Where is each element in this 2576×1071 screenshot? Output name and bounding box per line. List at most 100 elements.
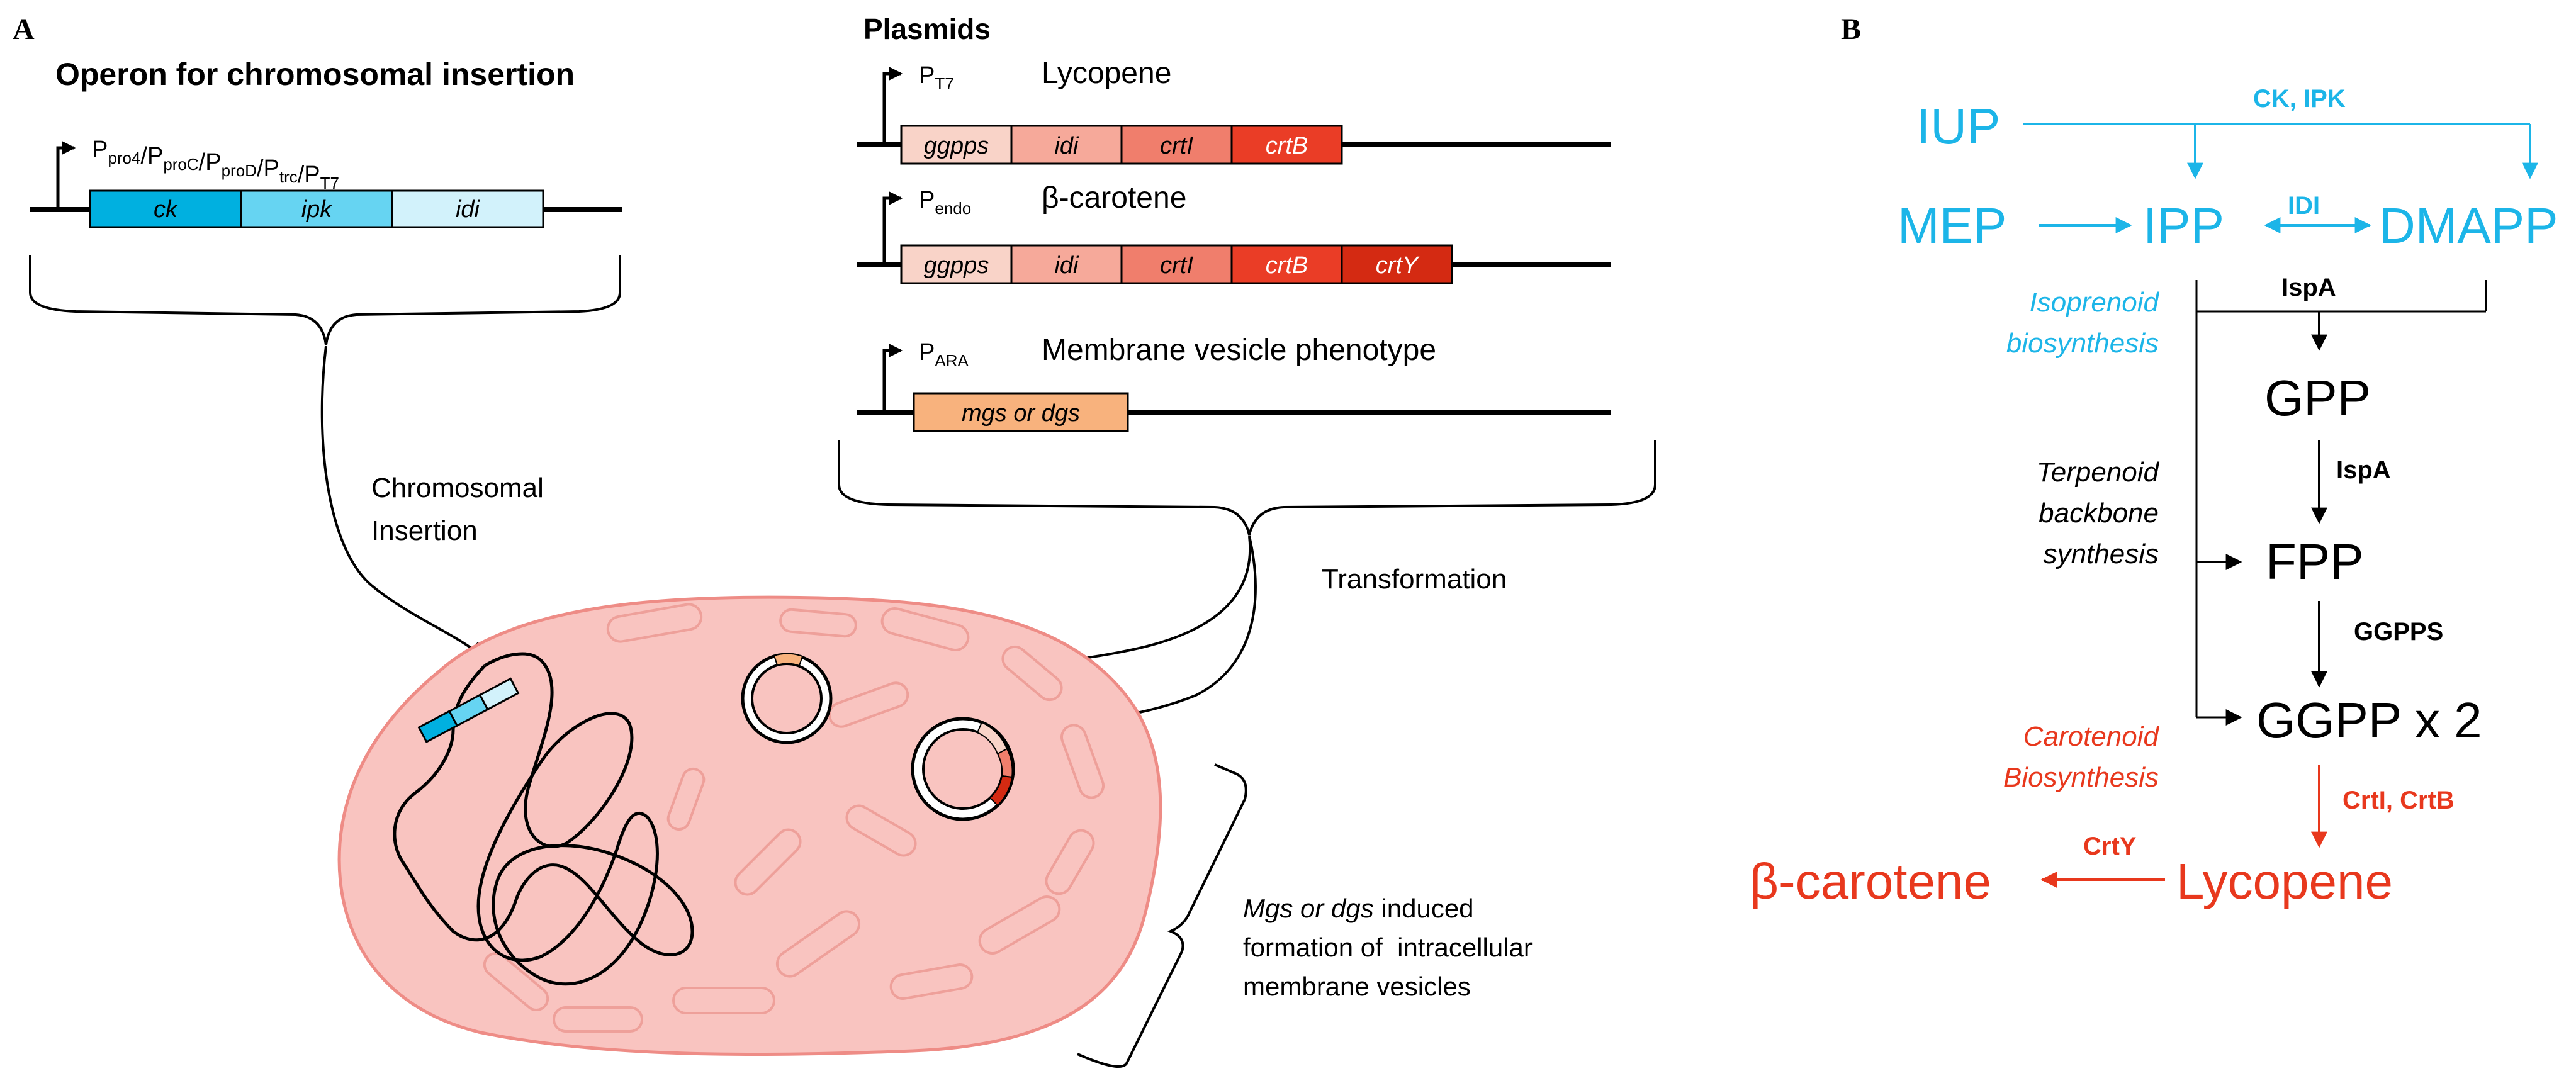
pathway: IUP MEP IPP DMAPP GPP FPP GGPP x 2 Lycop… xyxy=(1750,85,2558,909)
vesicle-note-line3: membrane vesicles xyxy=(1243,972,1471,1001)
node-gpp: GPP xyxy=(2264,370,2371,426)
plasmid-1-gene-3 xyxy=(1230,244,1343,284)
plasmid-promoter-1: Pendo xyxy=(919,187,971,218)
intracellular-vesicles xyxy=(483,603,1105,1033)
plasmid-circle-2 xyxy=(911,717,1015,821)
operon-gene-label-0: ck xyxy=(154,196,179,223)
chromosomal-insertion-label-2: Insertion xyxy=(371,515,478,546)
node-mep: MEP xyxy=(1898,198,2006,254)
vesicle-5 xyxy=(1060,724,1105,799)
plasmid-name-1: β-carotene xyxy=(1042,181,1186,215)
enzyme-idi: IDI xyxy=(2288,192,2320,220)
plasmid-1-gene-label-3: crtB xyxy=(1266,252,1308,279)
insert-idi xyxy=(478,677,520,711)
operon-promoter-base-2: /P xyxy=(199,149,222,176)
plasmid-0-gene-label-2: crtI xyxy=(1160,133,1193,159)
operon-gene-ipk xyxy=(240,189,393,228)
plasmid-promoter-arrow-2 xyxy=(882,344,903,412)
node-fpp: FPP xyxy=(2266,534,2364,590)
node-lycopene: Lycopene xyxy=(2176,853,2393,909)
plasmid-0-gene-1 xyxy=(1010,125,1123,165)
operon-promoter-base-3: /P xyxy=(257,155,279,182)
label-carotenoid-1: Carotenoid xyxy=(2023,721,2160,752)
plasmid-name-2: Membrane vesicle phenotype xyxy=(1042,334,1436,367)
vesicle-10 xyxy=(672,987,775,1014)
vesicle-13 xyxy=(666,767,706,831)
chromosome-insert xyxy=(417,677,520,744)
panel-a-label: A xyxy=(13,13,35,46)
operon-promoter-sub-1: proC xyxy=(163,155,198,174)
operon-gene-label-1: ipk xyxy=(301,196,334,223)
plasmid-0-gene-0 xyxy=(900,125,1013,165)
vesicle-12 xyxy=(845,804,917,857)
plasmid-1-gene-label-2: crtI xyxy=(1160,252,1193,279)
plasmid-2: PARA Membrane vesicle phenotype mgs or dgs xyxy=(857,334,1611,432)
vesicle-14 xyxy=(553,1006,643,1033)
vesicle-1 xyxy=(779,608,857,638)
vesicle-brace xyxy=(1077,763,1247,1068)
enzyme-crti-crtb: CrtI, CrtB xyxy=(2343,787,2455,814)
vesicle-7 xyxy=(978,895,1061,955)
chromosomal-insertion-arrow xyxy=(320,345,485,659)
plasmid-1-gene-label-1: idi xyxy=(1054,252,1079,279)
vesicle-11 xyxy=(734,828,802,896)
vesicle-6 xyxy=(1045,829,1095,895)
plasmid-circle-1 xyxy=(741,653,833,744)
node-iup: IUP xyxy=(1916,98,2000,154)
plasmid-0-gene-label-3: crtB xyxy=(1266,133,1308,159)
operon-promoter-base-1: /P xyxy=(140,143,163,169)
operon-brace xyxy=(29,255,621,345)
label-terpenoid-1: Terpenoid xyxy=(2037,457,2160,488)
operon-promoter-label: Ppro4/PproC/PproD/Ptrc/PT7 xyxy=(92,137,339,193)
vesicle-note-rest: induced xyxy=(1374,894,1474,923)
vesicle-3 xyxy=(1001,645,1063,702)
plasmids-title: Plasmids xyxy=(863,13,991,45)
enzyme-crty: CrtY xyxy=(2083,833,2137,860)
operon-title: Operon for chromosomal insertion xyxy=(55,57,575,92)
vesicle-2 xyxy=(880,607,970,651)
label-terpenoid-3: synthesis xyxy=(2044,539,2159,569)
vesicle-9 xyxy=(775,910,861,978)
plasmid-0: PT7 Lycopene ggpps idi crtI crtB xyxy=(857,57,1611,165)
operon-promoter-sub-0: pro4 xyxy=(108,149,140,167)
plasmid-2-gene-label-0: mgs or dgs xyxy=(962,400,1080,427)
vesicle-4 xyxy=(828,681,909,728)
plasmid-2-gene-0 xyxy=(913,392,1129,432)
node-beta-carotene: β-carotene xyxy=(1750,853,1991,909)
enzyme-ispa-2: IspA xyxy=(2336,456,2391,484)
operon-promoter-base-4: /P xyxy=(298,162,320,188)
enzyme-ispa-1: IspA xyxy=(2281,274,2336,301)
label-isoprenoid-1: Isoprenoid xyxy=(2030,287,2160,318)
plasmid-1-gene-4 xyxy=(1341,244,1453,284)
operon-gene-ck xyxy=(89,189,242,228)
plasmid-0-gene-label-1: idi xyxy=(1054,133,1079,159)
label-isoprenoid-2: biosynthesis xyxy=(2006,328,2159,359)
chromosome-dna xyxy=(393,652,694,986)
vesicle-0 xyxy=(606,603,703,643)
node-ggpp: GGPP x 2 xyxy=(2256,692,2482,748)
vesicle-8 xyxy=(889,963,974,1000)
operon-promoter-sub-4: T7 xyxy=(320,174,339,193)
plasmid-0-gene-3 xyxy=(1230,125,1343,165)
chromosomal-insertion-label-1: Chromosomal xyxy=(371,473,544,503)
vesicle-15 xyxy=(483,952,549,1011)
operon-promoter-arrow xyxy=(56,141,76,210)
enzyme-ggpps: GGPPS xyxy=(2354,618,2443,646)
operon-promoter-sub-2: proD xyxy=(222,161,257,180)
plasmid-promoter-arrow-1 xyxy=(882,191,903,264)
label-terpenoid-2: backbone xyxy=(2039,498,2159,529)
plasmid-promoter-2: PARA xyxy=(919,339,969,370)
plasmid-0-gene-label-0: ggpps xyxy=(924,133,989,159)
vesicle-note-italic: Mgs or dgs xyxy=(1243,894,1374,923)
transformation-label: Transformation xyxy=(1322,564,1507,595)
plasmids-brace xyxy=(838,440,1656,536)
operon-promoter-sub-3: trc xyxy=(279,167,298,186)
operon-gene-idi xyxy=(391,189,544,228)
cell-body xyxy=(337,595,1162,1057)
plasmid-promoter-0: PT7 xyxy=(919,62,954,93)
vesicle-note-line1: Mgs or dgs induced xyxy=(1243,894,1474,923)
plasmid-name-0: Lycopene xyxy=(1042,57,1171,90)
